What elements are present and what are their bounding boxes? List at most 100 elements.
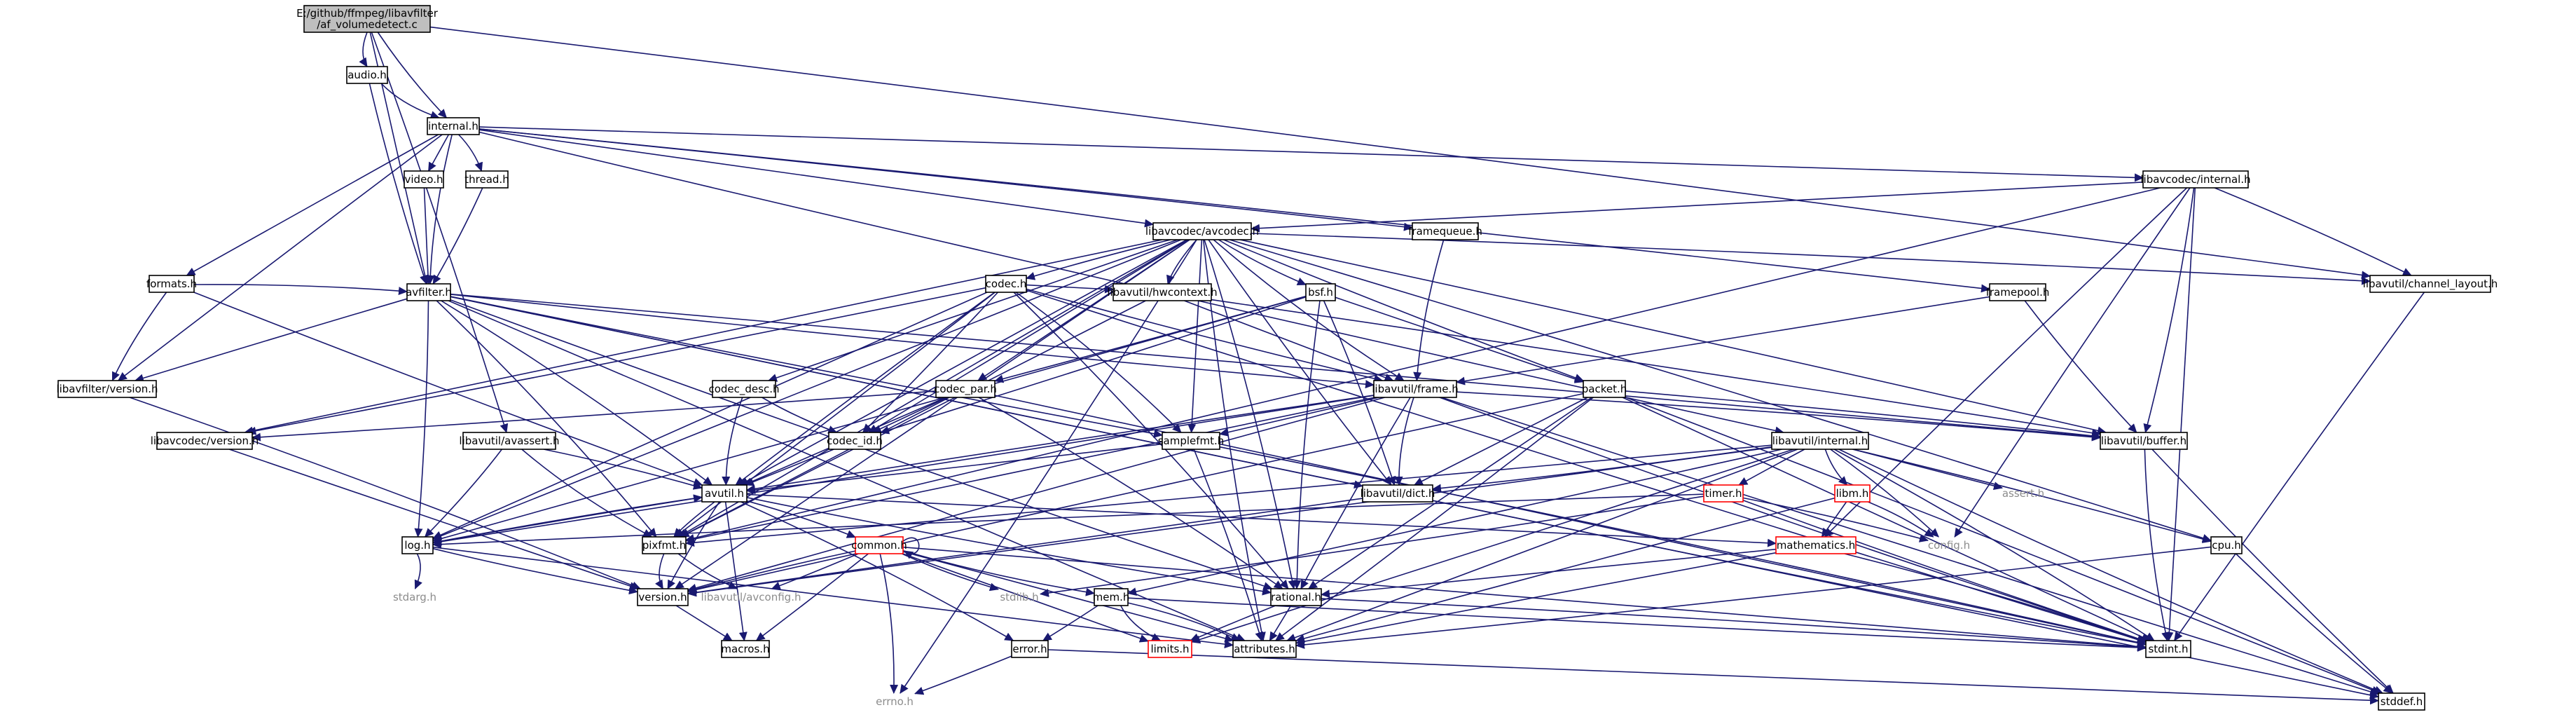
edge-internal-to-filterversion: [118, 134, 443, 381]
edge-lu_internal-to-config: [1830, 449, 1939, 538]
node-box: [1232, 640, 1297, 658]
node-filterversion[interactable]: libavfilter/version.h: [56, 380, 158, 398]
edge-frame-to-stddef: [1441, 397, 2379, 696]
node-mem[interactable]: mem.h: [1093, 588, 1130, 606]
node-macros[interactable]: macros.h: [721, 640, 770, 658]
edge-avutil-to-rational: [746, 497, 1272, 596]
node-packet[interactable]: packet.h: [1582, 380, 1627, 398]
node-label: libavcodec/avcodec.h: [1145, 225, 1259, 238]
node-formats[interactable]: formats.h: [146, 275, 197, 293]
edge-codec_desc-to-avutil: [722, 397, 743, 486]
node-box: [1094, 588, 1129, 606]
edge-codec-to-hwcontext: [1026, 284, 1114, 294]
node-lu-internal[interactable]: libavutil/internal.h: [1771, 432, 1869, 450]
edge-root-to-avfilter: [369, 32, 429, 285]
edge-common-to-limits: [902, 553, 1149, 643]
node-log[interactable]: log.h: [401, 536, 434, 554]
node-lc-internal[interactable]: libavcodec/internal.h: [2140, 170, 2251, 189]
node-avfilter[interactable]: avfilter.h: [406, 283, 452, 301]
node-label: thread.h: [464, 173, 509, 186]
node-framequeue[interactable]: framequeue.h: [1408, 222, 1482, 240]
node-stdint[interactable]: stdint.h: [2145, 640, 2191, 658]
edge-lc_internal-to-mathematics: [1824, 187, 2188, 538]
edge-error-to-errno: [914, 655, 1012, 695]
edge-avcodec-to-errno: [900, 239, 1197, 694]
node-buffer[interactable]: libavutil/buffer.h: [2100, 432, 2188, 450]
node-errno: errno.h: [876, 695, 914, 708]
node-label: internal.h: [428, 120, 478, 132]
edge-common-to-common: [902, 537, 920, 559]
edge-avcodec-to-dict: [1208, 239, 1392, 486]
node-avutil[interactable]: avutil.h: [701, 484, 748, 503]
node-codec-id[interactable]: codec_id.h: [827, 432, 883, 450]
node-avassert[interactable]: libavutil/avassert.h: [459, 432, 560, 450]
node-samplefmt[interactable]: samplefmt.h: [1158, 432, 1225, 450]
edge-avfilter-to-filterversion: [134, 298, 408, 383]
node-label: version.h: [638, 591, 687, 603]
node-thread[interactable]: thread.h: [464, 170, 509, 189]
node-label: /af_volumedetect.c: [317, 18, 418, 32]
node-root[interactable]: E:/github/ffmpeg/libavfilter/af_volumede…: [296, 5, 439, 33]
node-box: [427, 117, 480, 135]
edge-common-to-stdint: [902, 546, 2147, 651]
node-dict[interactable]: libavutil/dict.h: [1361, 484, 1435, 503]
node-channel-layout[interactable]: libavutil/channel_layout.h: [2363, 275, 2498, 293]
node-pixfmt[interactable]: pixfmt.h: [642, 536, 687, 554]
edge-avutil-to-macros: [724, 501, 748, 641]
node-box: [985, 275, 1027, 293]
edge-mem-to-attributes: [1127, 602, 1241, 641]
edge-avcodec-to-hwcontext: [1166, 239, 1197, 285]
node-internal[interactable]: internal.h: [427, 117, 480, 135]
edge-avfilter-to-log: [414, 300, 429, 538]
node-version[interactable]: version.h: [637, 588, 689, 606]
edge-formats-to-filterversion: [111, 292, 167, 381]
node-avcodec[interactable]: libavcodec/avcodec.h: [1145, 222, 1259, 240]
node-mathematics[interactable]: mathematics.h: [1775, 536, 1857, 554]
edge-formats-to-avutil: [193, 292, 703, 486]
edge-frame-to-version: [687, 397, 1385, 592]
edge-lu_internal-to-libm: [1824, 449, 1848, 486]
edge-framepool-to-frame: [1456, 296, 1990, 385]
node-frame[interactable]: libavutil/frame.h: [1372, 380, 1459, 398]
node-common[interactable]: common.h: [851, 536, 907, 554]
node-libm[interactable]: libm.h: [1834, 484, 1871, 503]
node-video[interactable]: video.h: [404, 170, 444, 189]
node-box: [303, 5, 431, 33]
node-label: libavutil/frame.h: [1372, 383, 1458, 395]
edge-lc_internal-to-config: [1954, 187, 2191, 538]
node-limits[interactable]: limits.h: [1148, 640, 1192, 658]
edge-codec_par-to-codecversion: [252, 390, 937, 442]
edge-packet-to-stdint: [1622, 397, 2151, 641]
edge-avutil-to-mathematics: [746, 493, 1777, 547]
edge-formats-to-avfilter: [193, 284, 408, 296]
node-rational[interactable]: rational.h: [1270, 588, 1322, 606]
node-error[interactable]: error.h: [1011, 640, 1049, 658]
node-label: assert.h: [2002, 487, 2044, 500]
node-label: stddef.h: [2381, 695, 2423, 708]
node-bsf[interactable]: bsf.h: [1305, 283, 1336, 301]
node-label: packet.h: [1582, 383, 1627, 395]
node-hwcontext[interactable]: libavutil/hwcontext.h: [1107, 283, 1218, 301]
edge-pixfmt-to-version: [655, 553, 665, 589]
edge-pixfmt-to-avconfig: [677, 553, 738, 589]
node-codec-desc[interactable]: codec_desc.h: [708, 380, 780, 398]
node-timer[interactable]: timer.h: [1703, 484, 1744, 503]
node-box: [2210, 536, 2243, 554]
node-label: libavcodec/internal.h: [2140, 173, 2250, 186]
node-framepool[interactable]: framepool.h: [1986, 283, 2050, 301]
node-codecversion[interactable]: libavcodec/version.h: [151, 432, 259, 450]
edge-mem-to-error: [1042, 605, 1098, 641]
node-audio[interactable]: audio.h: [346, 66, 388, 84]
edge-root-to-audio: [359, 32, 368, 67]
node-cpu[interactable]: cpu.h: [2210, 536, 2243, 554]
edge-libm-to-mathematics: [1821, 501, 1847, 538]
node-attributes[interactable]: attributes.h: [1232, 640, 1297, 658]
node-stddef[interactable]: stddef.h: [2378, 692, 2425, 711]
node-codec[interactable]: codec.h: [985, 275, 1027, 293]
edge-mathematics-to-attributes: [1295, 552, 1777, 646]
edge-internal-to-avcodec: [478, 129, 1154, 228]
node-codec-par[interactable]: codec_par.h: [934, 380, 997, 398]
node-box: [401, 536, 434, 554]
node-label: bsf.h: [1308, 286, 1333, 299]
node-label: libavutil/dict.h: [1361, 487, 1435, 500]
